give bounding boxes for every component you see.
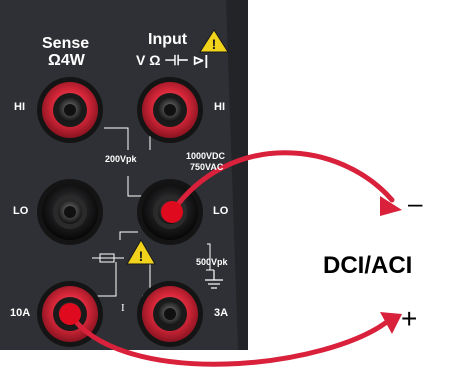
fuse-icon — [92, 253, 124, 263]
svg-text:!: ! — [139, 248, 144, 264]
svg-text:!: ! — [212, 36, 217, 52]
label-3a: 3A — [214, 307, 229, 319]
hi-left-label: HI — [14, 101, 25, 113]
warning-icon: ! — [199, 29, 229, 53]
input-subtitle: V Ω ⊣⊢ ⊳| — [136, 52, 209, 68]
warning-icon-fuse: ! — [126, 239, 156, 265]
current-symbol: I — [121, 302, 125, 314]
mode-label: DCI/ACI — [323, 252, 413, 279]
rating-200vpk: 200Vpk — [105, 154, 137, 164]
input-title: Input — [148, 31, 188, 48]
ground-icon — [205, 270, 223, 289]
lo-right-label: LO — [213, 205, 229, 217]
lo-left-label: LO — [13, 205, 29, 217]
minus-sign: – — [408, 188, 423, 218]
arrow-head-icon-plus — [380, 312, 402, 334]
probe-wire-minus — [169, 150, 402, 216]
plus-sign: + — [401, 303, 418, 334]
sense-title: Sense — [42, 35, 90, 52]
rating-500vpk: 500Vpk — [196, 257, 228, 267]
terminal-sense-lo[interactable] — [37, 179, 103, 245]
terminal-sense-hi[interactable] — [37, 77, 103, 143]
terminal-3a[interactable] — [137, 281, 203, 347]
terminal-input-hi[interactable] — [137, 77, 203, 143]
rating-750vac: 750VAC — [190, 162, 224, 172]
probe-tip-plus — [59, 303, 81, 325]
panel-edge — [226, 0, 248, 350]
probe-wire-plus — [67, 311, 402, 367]
hi-right-label: HI — [214, 101, 225, 113]
rating-1000vdc: 1000VDC — [186, 151, 226, 161]
arrow-head-icon — [380, 196, 402, 216]
sense-subtitle: Ω4W — [48, 52, 85, 69]
label-10a: 10A — [10, 307, 31, 319]
probe-tip-minus — [161, 201, 183, 223]
